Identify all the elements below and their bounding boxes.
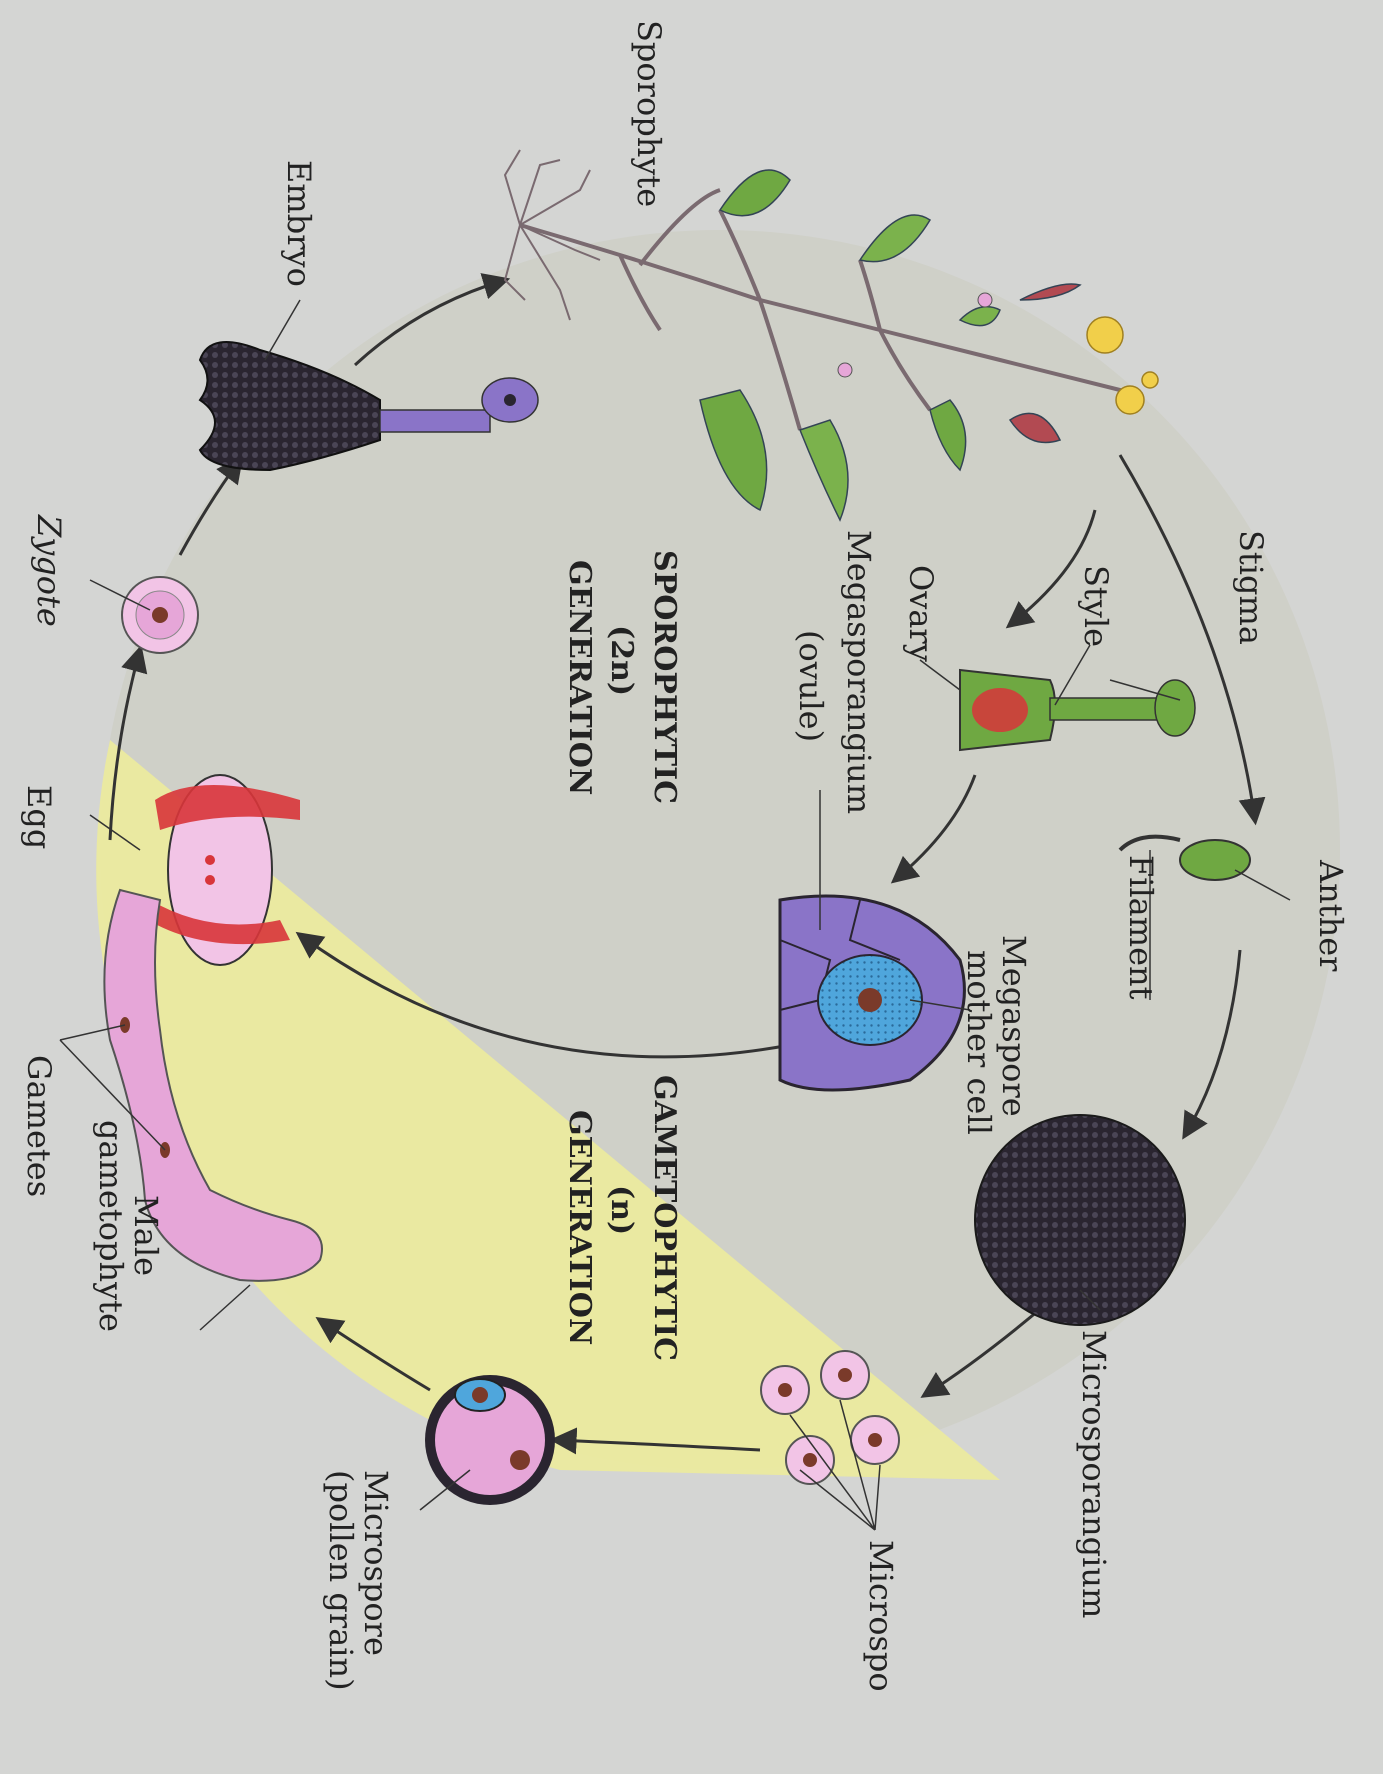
label-microspore-pollen-2: (pollen grain)	[322, 1470, 360, 1691]
label-sporophytic-1: SPOROPHYTIC	[647, 550, 682, 804]
zygote-drawing	[122, 577, 198, 653]
label-sporophyte: Sporophyte	[630, 20, 668, 207]
label-megasporangium-2: (ovule)	[792, 630, 830, 742]
label-megasporangium-1: Megasporangium	[840, 530, 878, 814]
label-male-gametophyte-2: gametophyte	[92, 1120, 130, 1332]
label-gametophytic-2: (n)	[604, 1185, 639, 1235]
label-male-gametophyte-1: Male	[127, 1195, 165, 1276]
label-anther: Anther	[1312, 859, 1350, 972]
label-microspores: Microspo	[862, 1540, 900, 1692]
label-megaspore-mother-2: mother cell	[960, 950, 998, 1135]
label-microsporangium: Microsporangium	[1075, 1330, 1113, 1618]
label-style: Style	[1077, 565, 1115, 647]
label-sporophytic-3: GENERATION	[562, 560, 597, 795]
label-stigma: Stigma	[1232, 530, 1270, 645]
label-gametes: Gametes	[20, 1055, 58, 1197]
label-ovary: Ovary	[902, 565, 940, 662]
label-sporophytic-2: (2n)	[604, 625, 639, 696]
label-gametophytic-1: GAMETOPHYTIC	[647, 1075, 682, 1361]
microsporangium-drawing	[975, 1115, 1185, 1325]
label-microspore-pollen-1: Microspore	[357, 1470, 395, 1656]
label-egg: Egg	[20, 785, 58, 849]
label-zygote: Zygote	[30, 514, 68, 627]
label-gametophytic-3: GENERATION	[562, 1110, 597, 1345]
label-filament: Filament	[1122, 855, 1160, 1000]
label-megaspore-mother-1: Megaspore	[995, 935, 1033, 1117]
label-embryo: Embryo	[280, 160, 318, 287]
pollen-grain-drawing	[425, 1375, 555, 1505]
